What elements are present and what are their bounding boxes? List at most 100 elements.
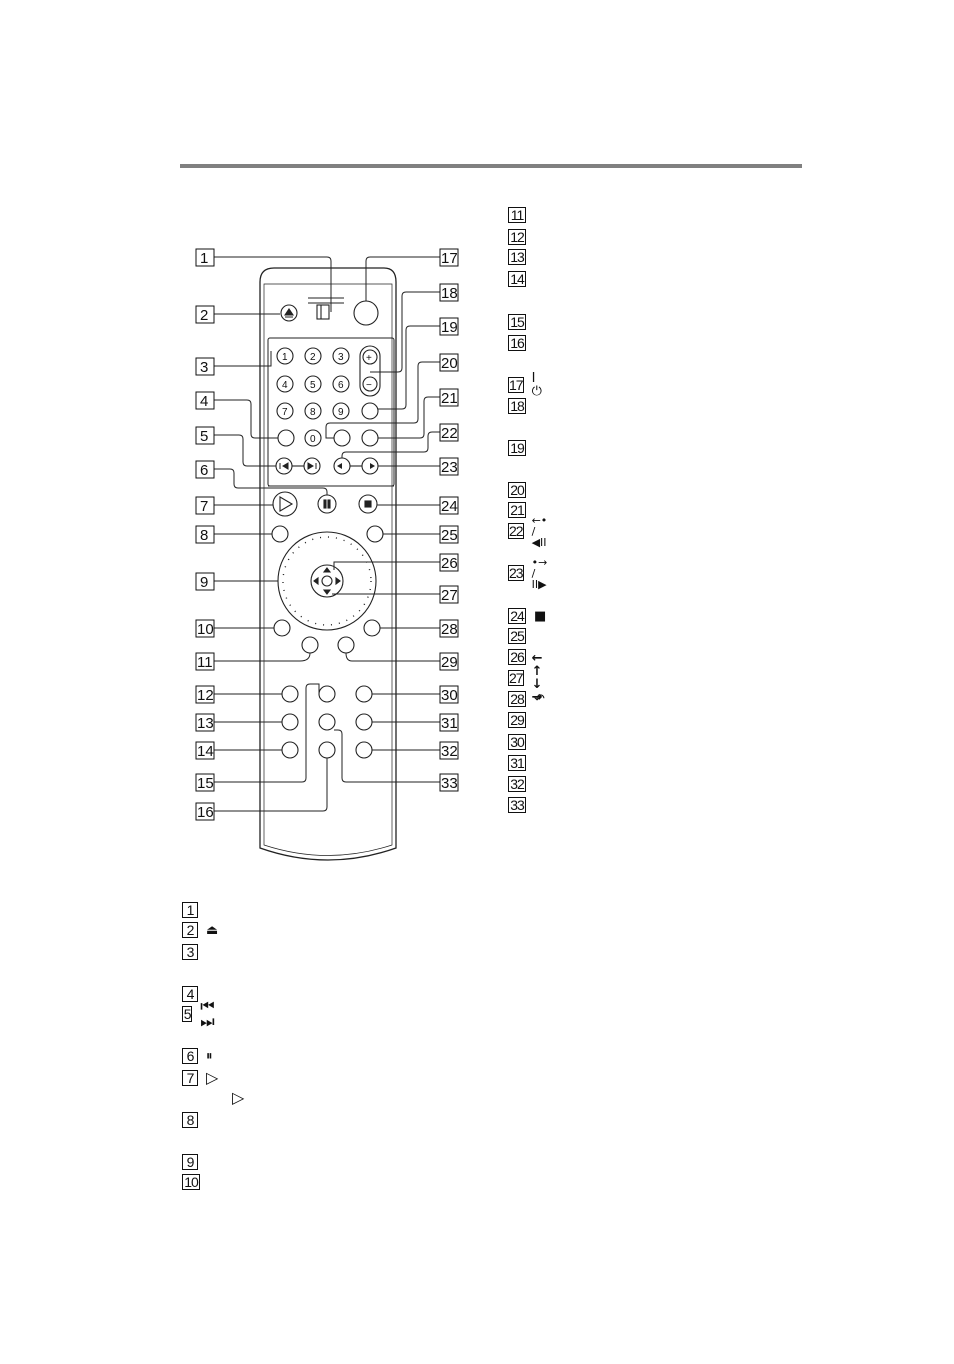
button-11[interactable] <box>301 636 319 654</box>
button-8[interactable] <box>271 525 289 543</box>
key-8[interactable] <box>304 402 322 420</box>
legend-num: 5 <box>182 1006 193 1022</box>
legend-item-16: 16 <box>508 334 534 352</box>
digit-7: 7 <box>282 407 288 418</box>
legend-num: 19 <box>508 440 526 456</box>
button-29[interactable] <box>337 636 355 654</box>
legend-num: 3 <box>182 944 198 960</box>
legend-item-18: 18 <box>508 397 534 415</box>
legend-item-1: 1 <box>182 901 206 919</box>
stop-icon: ■ <box>534 608 547 624</box>
callout-32: 32 <box>439 741 459 760</box>
button-33[interactable] <box>318 713 336 731</box>
svg-text:7: 7 <box>200 498 208 515</box>
svg-text:13: 13 <box>197 715 214 732</box>
stop-button[interactable] <box>358 494 378 514</box>
return-icon: ↶ <box>534 691 545 707</box>
button-4[interactable] <box>277 429 295 447</box>
svg-text:26: 26 <box>441 555 458 572</box>
legend-num: 15 <box>508 314 526 330</box>
legend-num: 23 <box>508 565 524 581</box>
svg-text:28: 28 <box>441 621 458 638</box>
button-16[interactable] <box>318 741 336 759</box>
callout-27: 27 <box>439 585 459 604</box>
key-5[interactable] <box>304 375 322 393</box>
legend-num: 30 <box>508 734 526 750</box>
callout-11: 11 <box>195 652 215 671</box>
button-15[interactable] <box>318 685 336 703</box>
replay-step-icon: ←• / ◀II <box>531 513 548 549</box>
legend-num: 28 <box>508 691 526 707</box>
callout-10: 10 <box>195 619 215 638</box>
legend-item-7-sub: ▷ <box>232 1089 244 1107</box>
svg-text:32: 32 <box>441 743 458 760</box>
volume-rocker[interactable] <box>359 345 381 397</box>
legend-item-33: 33 <box>508 796 534 814</box>
number-keypad <box>275 345 381 475</box>
key-0[interactable] <box>304 429 322 447</box>
digit-2: 2 <box>310 352 316 363</box>
button-14[interactable] <box>281 741 299 759</box>
digit-6: 6 <box>338 380 344 391</box>
callout-16: 16 <box>195 802 215 821</box>
return-button[interactable] <box>363 619 381 637</box>
button-20[interactable] <box>333 429 351 447</box>
legend-num: 26 <box>508 649 526 665</box>
button-19[interactable] <box>361 402 379 420</box>
callout-7: 7 <box>195 496 215 515</box>
enter-button[interactable] <box>321 575 333 587</box>
left-callouts: 1 2 3 4 5 6 7 8 9 10 11 12 13 14 15 16 <box>195 248 215 821</box>
svg-text:9: 9 <box>200 574 208 591</box>
legend-item-12: 12 <box>508 228 534 246</box>
legend-num: 21 <box>508 502 526 518</box>
legend-item-30: 30 <box>508 733 534 751</box>
key-6[interactable] <box>332 375 350 393</box>
button-12[interactable] <box>281 685 299 703</box>
key-1[interactable] <box>276 347 294 365</box>
digit-9: 9 <box>338 407 344 418</box>
legend-item-8: 8 <box>182 1111 206 1129</box>
legend-num: 27 <box>508 670 524 686</box>
callout-9: 9 <box>195 572 215 591</box>
jog-ring[interactable] <box>277 531 377 631</box>
legend-num: 1 <box>182 902 198 918</box>
svg-text:19: 19 <box>441 319 458 336</box>
svg-text:31: 31 <box>441 715 458 732</box>
callout-20: 20 <box>439 353 459 372</box>
header-rule <box>180 164 802 168</box>
legend-item-27: 27 ← ↑ ↓ → <box>508 652 545 704</box>
legend-item-13: 13 <box>508 248 534 266</box>
direction-pad[interactable] <box>310 564 344 598</box>
power-button[interactable] <box>353 300 379 326</box>
key-3[interactable] <box>332 347 350 365</box>
play-button[interactable] <box>272 491 298 517</box>
button-21[interactable] <box>361 429 379 447</box>
button-25[interactable] <box>366 525 384 543</box>
legend-item-25: 25 <box>508 627 534 645</box>
jog-dial <box>277 531 377 631</box>
mode-switch[interactable] <box>316 304 330 320</box>
callout-26: 26 <box>439 553 459 572</box>
arrow-keys-icon: ← ↑ ↓ → <box>531 651 543 705</box>
button-30[interactable] <box>355 685 373 703</box>
button-31[interactable] <box>355 713 373 731</box>
button-13[interactable] <box>281 713 299 731</box>
svg-text:21: 21 <box>441 390 458 407</box>
volume-minus-label: − <box>366 380 372 391</box>
transport-icons <box>279 462 375 470</box>
callout-2: 2 <box>195 305 215 324</box>
button-10[interactable] <box>273 619 291 637</box>
legend-item-21: 21 <box>508 501 534 519</box>
key-9[interactable] <box>332 402 350 420</box>
key-4[interactable] <box>276 375 294 393</box>
legend-num: 9 <box>182 1154 198 1170</box>
button-32[interactable] <box>355 741 373 759</box>
pause-button[interactable] <box>317 494 337 514</box>
svg-text:24: 24 <box>441 498 458 515</box>
legend-num: 31 <box>508 755 526 771</box>
callout-4: 4 <box>195 391 215 410</box>
legend-item-4: 4 <box>182 985 206 1003</box>
key-2[interactable] <box>304 347 322 365</box>
key-7[interactable] <box>276 402 294 420</box>
eject-button[interactable] <box>280 304 298 322</box>
